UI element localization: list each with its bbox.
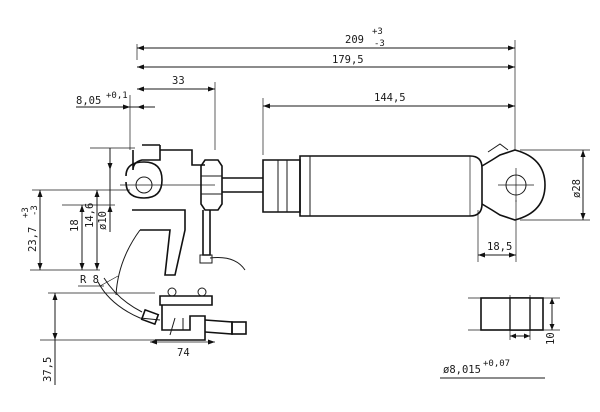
dim-8-05-value: 8,05 [76, 95, 101, 107]
left-bracket [115, 144, 215, 296]
dim-bushing-length-value: 10 [545, 332, 557, 345]
dim-bushing-diameter-value: ø8,015 [443, 364, 481, 376]
dim-209-tol-lower: -3 [374, 39, 385, 49]
dim-bore-diameter-value: ø10 [97, 211, 109, 230]
dim-bushing-diameter-tol: +0,07 [483, 359, 510, 369]
dim-14-6-value: 14,6 [84, 203, 96, 228]
dim-209-tol-upper: +3 [372, 27, 383, 37]
cylinder-body [262, 155, 483, 217]
dim-144-5-value: 144,5 [374, 92, 406, 104]
dim-37-5-value: 37,5 [42, 357, 54, 382]
piston-rod [222, 177, 263, 193]
dimension-8-05: 8,05 +0,1 [76, 91, 155, 150]
bushing-section [440, 295, 560, 379]
dimension-179-5: 179,5 [137, 54, 515, 70]
dim-8-05-tol: +0,1 [106, 91, 128, 101]
dimension-eye [477, 149, 590, 262]
dim-18-5-value: 18,5 [487, 241, 512, 253]
dimension-vertical-set [30, 147, 160, 385]
dim-33-value: 33 [172, 75, 185, 87]
dim-23-7-tol-upper: +3 [21, 207, 31, 218]
end-eye [481, 143, 546, 221]
dimension-33: 33 [137, 75, 216, 150]
dim-179-5-value: 179,5 [332, 54, 364, 66]
ball-socket-assembly [97, 277, 247, 345]
dim-23-7-value: 23,7 [27, 227, 39, 252]
dimension-209: 209 +3 -3 [136, 27, 516, 150]
dim-209-value: 209 [345, 34, 364, 46]
dim-18-value: 18 [69, 219, 81, 232]
radius-leader: R 8 [78, 274, 119, 287]
dim-74-value: 74 [177, 347, 190, 359]
dim-23-7-tol-lower: -3 [30, 205, 40, 216]
dim-eye-diameter-value: ø28 [571, 179, 583, 198]
dim-r8-value: R 8 [80, 274, 99, 286]
hex-nut [199, 159, 246, 271]
dimension-144-5: 144,5 [262, 92, 515, 155]
